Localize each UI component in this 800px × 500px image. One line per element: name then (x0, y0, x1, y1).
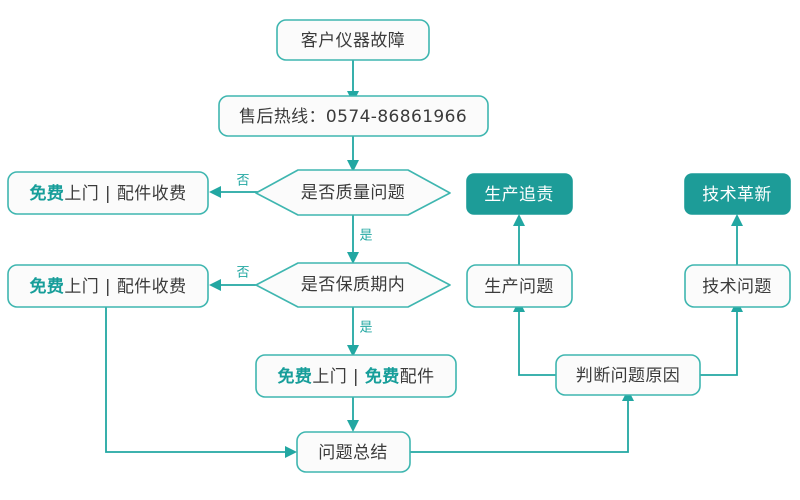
node-decision-warranty-shape[interactable] (255, 262, 451, 308)
node-production-issue-label: 生产问题 (484, 277, 554, 297)
node-result-paid-1-label: 免费上门 | 配件收费 (30, 183, 187, 204)
node-result-paid-1[interactable]: 免费上门 | 配件收费 (7, 171, 209, 215)
edge-quality-yes-to-warranty (347, 215, 359, 264)
node-result-free-part-3: 配件 (400, 367, 435, 387)
node-tech-innovation[interactable]: 技术革新 (684, 173, 791, 215)
edge-label-quality-yes: 是 (359, 229, 372, 244)
node-summary-label: 问题总结 (318, 443, 388, 463)
edge-label-warranty-yes: 是 (359, 321, 372, 336)
edge-paid2-to-summary (105, 307, 297, 458)
node-cause-label: 判断问题原因 (576, 366, 680, 386)
node-start-label: 客户仪器故障 (301, 31, 405, 51)
node-result-paid-2-label: 免费上门 | 配件收费 (30, 276, 187, 297)
node-decision-warranty[interactable]: 是否保质期内 (255, 262, 451, 308)
node-tech-innovation-label: 技术革新 (702, 185, 772, 205)
node-result-paid-2-shape[interactable] (7, 264, 209, 308)
edge-cause-to-tech-issue (700, 300, 743, 376)
node-result-free-shape[interactable] (255, 354, 457, 398)
edge-warranty-yes-to-free (347, 307, 359, 357)
node-result-free[interactable]: 免费上门 | 免费配件 (255, 354, 457, 398)
node-production-accountability-label: 生产追责 (484, 185, 554, 205)
node-cause-shape[interactable] (555, 354, 701, 396)
node-production-accountability-shape[interactable] (466, 173, 573, 215)
node-result-paid-2-part-1: 上门 | 配件收费 (64, 277, 186, 297)
node-tech-issue[interactable]: 技术问题 (684, 264, 791, 308)
edge-summary-to-cause (410, 389, 634, 453)
edge-production-issue-to-accountability (513, 214, 525, 265)
node-result-paid-1-part-0: 免费 (30, 183, 65, 204)
node-decision-warranty-label: 是否保质期内 (301, 275, 405, 295)
node-decision-quality-shape[interactable] (255, 169, 451, 216)
node-hotline-shape[interactable] (218, 95, 489, 137)
node-production-accountability[interactable]: 生产追责 (466, 173, 573, 215)
node-tech-issue-label: 技术问题 (702, 277, 772, 297)
node-result-free-label: 免费上门 | 免费配件 (278, 366, 435, 387)
edge-quality-no-to-paid1 (209, 186, 258, 198)
edge-label-quality-no: 否 (236, 174, 249, 189)
edges-layer (105, 60, 743, 458)
edge-cause-to-production-issue (513, 300, 556, 376)
node-hotline[interactable]: 售后热线：0574-86861966 (218, 95, 489, 137)
node-result-free-part-1: 上门 | (312, 367, 365, 387)
node-result-free-part-0: 免费 (278, 366, 313, 387)
node-decision-quality-label: 是否质量问题 (301, 183, 405, 203)
node-decision-quality[interactable]: 是否质量问题 (255, 169, 451, 216)
node-result-free-part-2: 免费 (365, 366, 400, 387)
edge-warranty-no-to-paid2 (209, 279, 258, 291)
node-result-paid-1-part-1: 上门 | 配件收费 (64, 184, 186, 204)
node-start[interactable]: 客户仪器故障 (276, 19, 430, 61)
node-result-paid-2-part-0: 免费 (30, 276, 65, 297)
node-tech-issue-shape[interactable] (684, 264, 791, 308)
node-production-issue[interactable]: 生产问题 (466, 264, 573, 308)
edge-hotline-to-quality (347, 136, 359, 172)
edge-free-to-summary (347, 395, 359, 432)
edge-tech-issue-to-innovation (731, 214, 743, 265)
node-summary[interactable]: 问题总结 (296, 431, 411, 473)
node-production-issue-shape[interactable] (466, 264, 573, 308)
node-result-paid-1-shape[interactable] (7, 171, 209, 215)
edge-labels-layer: 否 是 否 是 (236, 174, 372, 336)
node-result-paid-2[interactable]: 免费上门 | 配件收费 (7, 264, 209, 308)
node-tech-innovation-shape[interactable] (684, 173, 791, 215)
node-start-shape[interactable] (276, 19, 430, 61)
edge-label-warranty-no: 否 (236, 266, 249, 281)
node-cause[interactable]: 判断问题原因 (555, 354, 701, 396)
node-summary-shape[interactable] (296, 431, 411, 473)
node-hotline-label: 售后热线：0574-86861966 (239, 107, 467, 127)
